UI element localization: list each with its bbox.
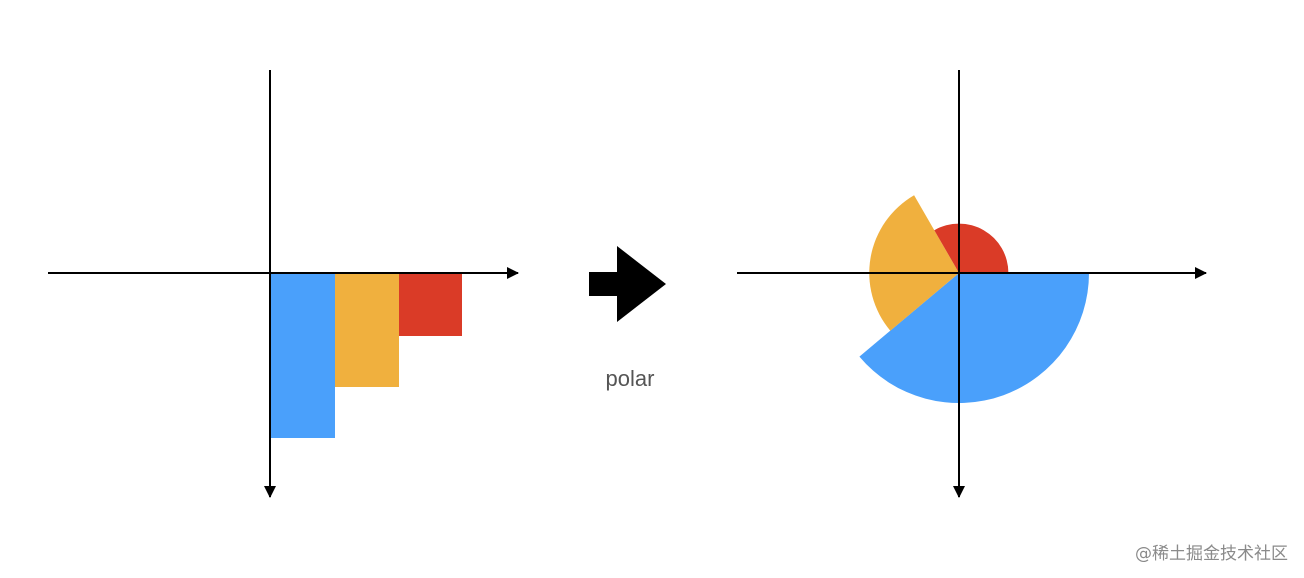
bar-blue xyxy=(271,273,335,438)
bar-red xyxy=(399,273,462,336)
sector-yellow xyxy=(869,195,959,331)
cartesian-panel xyxy=(48,70,519,498)
transform-label: polar xyxy=(605,366,655,391)
polar-panel xyxy=(737,70,1207,498)
sector-blue xyxy=(859,273,1089,404)
sector-red xyxy=(934,223,1009,273)
watermark: @稀土掘金技术社区 xyxy=(1135,544,1288,564)
transform-arrow-icon xyxy=(589,246,666,322)
bar-yellow xyxy=(335,273,399,387)
